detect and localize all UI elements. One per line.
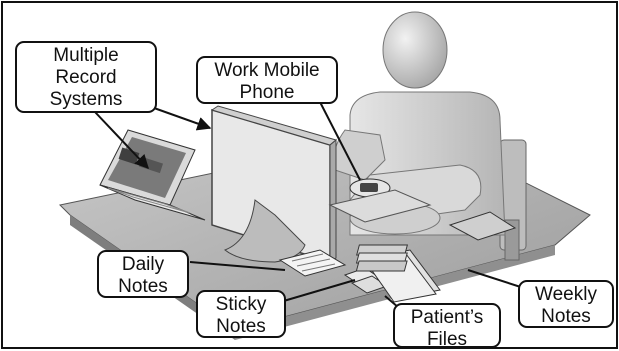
head — [382, 11, 448, 89]
weekly-notes-stack — [355, 244, 408, 272]
keyboard — [328, 189, 432, 223]
callout-daily-notes: Daily Notes — [97, 250, 189, 298]
callout-work-mobile-phone: Work Mobile Phone — [196, 56, 338, 104]
computer-monitor — [210, 105, 338, 264]
desk-tray — [448, 211, 517, 241]
callout-line: Files — [426, 329, 468, 350]
mobile-phone — [349, 178, 391, 198]
callout-line: Phone — [239, 82, 295, 103]
callout-line: Record — [55, 67, 117, 88]
callout-line: Work Mobile — [214, 60, 320, 81]
callout-line: Patient’s — [410, 307, 484, 328]
callout-line: Multiple — [53, 45, 119, 66]
callout-line: Systems — [49, 89, 123, 110]
callout-weekly-notes: Weekly Notes — [518, 280, 614, 328]
arrow-to-laptop — [94, 111, 149, 170]
callout-line: Notes — [118, 276, 168, 297]
callout-line: Notes — [216, 316, 266, 337]
pointer-to-daily-notes — [189, 261, 286, 271]
daily-notes-papers — [278, 249, 347, 277]
callout-patients-files: Patient’s Files — [393, 303, 501, 350]
pointer-to-phone — [319, 101, 361, 181]
callout-line: Weekly — [535, 284, 597, 305]
callout-line: Sticky — [215, 294, 267, 315]
callout-multiple-record-systems: Multiple Record Systems — [15, 41, 157, 113]
callout-sticky-notes: Sticky Notes — [196, 290, 286, 338]
callout-line: Daily — [121, 254, 165, 275]
callout-line: Notes — [541, 306, 591, 327]
